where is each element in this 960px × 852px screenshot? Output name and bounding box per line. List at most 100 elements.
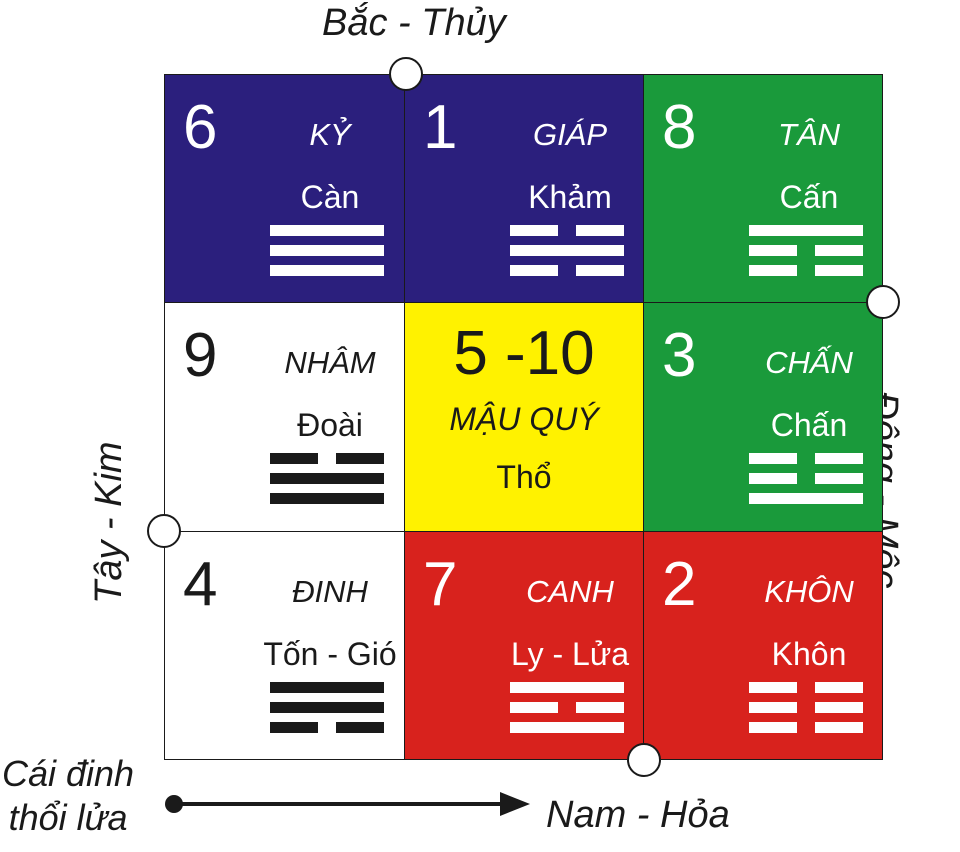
cell-number: 2: [662, 550, 697, 619]
trigram-broken-line: [270, 453, 384, 464]
cell-stem: KỶ: [309, 117, 351, 152]
cell-stem: CHẤN: [765, 345, 853, 380]
trigram-line-segment: [270, 493, 384, 504]
trigram-solid-line: [270, 245, 384, 256]
cell-trigram-name: Cấn: [779, 179, 839, 215]
trigram-line-segment: [576, 702, 624, 713]
trigram-solid-line: [270, 473, 384, 484]
trigram-broken-line: [510, 265, 624, 276]
center-stem: MẬU QUÝ: [449, 401, 599, 437]
trigram-khon-icon: [749, 682, 863, 734]
cell-stem: CANH: [526, 574, 614, 609]
trigram-solid-line: [270, 493, 384, 504]
trigram-chan-icon: [749, 453, 863, 505]
trigram-line-segment: [815, 682, 863, 693]
direction-arrow-icon: [165, 792, 530, 816]
cell-number: 9: [183, 321, 218, 390]
cell-trigram-name: Càn: [300, 179, 360, 215]
trigram-line-segment: [270, 702, 384, 713]
trigram-line-segment: [749, 493, 863, 504]
trigram-line-segment: [270, 245, 384, 256]
trigram-line-segment: [749, 453, 797, 464]
trigram-doai-icon: [270, 453, 384, 505]
trigram-broken-line: [270, 722, 384, 733]
direction-label-north: Bắc - Thủy: [322, 2, 506, 44]
cell-east: 3 CHẤN Chấn: [643, 302, 883, 532]
trigram-line-segment: [815, 453, 863, 464]
trigram-line-segment: [815, 265, 863, 276]
trigram-broken-line: [749, 722, 863, 733]
trigram-line-segment: [749, 682, 797, 693]
cell-south: 7 CANH Ly - Lửa: [404, 531, 644, 760]
trigram-solid-line: [270, 265, 384, 276]
cell-stem: GIÁP: [532, 117, 608, 152]
cell-number: 4: [183, 550, 218, 619]
trigram-solid-line: [270, 702, 384, 713]
trigram-line-segment: [749, 225, 863, 236]
trigram-broken-line: [749, 245, 863, 256]
cell-southeast: 2 KHÔN Khôn: [643, 531, 883, 760]
trigram-can-icon: [270, 225, 384, 277]
note-line-1: Cái đinh: [2, 753, 135, 794]
trigram-ly-icon: [510, 682, 624, 734]
trigram-solid-line: [510, 722, 624, 733]
direction-label-south: Nam - Hỏa: [546, 794, 730, 836]
trigram-solid-line: [270, 682, 384, 693]
trigram-line-segment: [270, 722, 318, 733]
cell-number: 6: [183, 93, 218, 162]
north-marker-icon: [389, 57, 423, 91]
trigram-broken-line: [749, 453, 863, 464]
trigram-line-segment: [336, 722, 384, 733]
trigram-line-segment: [510, 722, 624, 733]
trigram-line-segment: [510, 245, 624, 256]
trigram-line-segment: [576, 265, 624, 276]
cell-trigram-name: Ly - Lửa: [510, 636, 630, 672]
trigram-broken-line: [749, 473, 863, 484]
trigram-solid-line: [270, 225, 384, 236]
trigram-line-segment: [510, 265, 558, 276]
trigram-line-segment: [270, 225, 384, 236]
cell-kham-northwest: 6 KỶ Càn: [164, 74, 405, 303]
cell-northeast: 8 TÂN Cấn: [643, 74, 883, 303]
cell-west: 9 NHÂM Đoài: [164, 302, 405, 532]
trigram-solid-line: [749, 225, 863, 236]
trigram-line-segment: [510, 702, 558, 713]
trigram-line-segment: [270, 265, 384, 276]
cell-stem: ĐINH: [292, 574, 368, 609]
note-label: Cái đinh thổi lửa: [2, 752, 134, 840]
east-marker-icon: [866, 285, 900, 319]
note-line-2: thổi lửa: [8, 797, 128, 838]
center-element: Thổ: [496, 459, 552, 495]
cell-center: 5 -10 MẬU QUÝ Thổ: [404, 302, 644, 532]
trigram-line-segment: [749, 265, 797, 276]
trigram-broken-line: [510, 702, 624, 713]
cell-trigram-name: Tốn - Gió: [263, 636, 397, 672]
trigram-broken-line: [749, 702, 863, 713]
cell-number: 8: [662, 93, 697, 162]
cell-north: 1 GIÁP Khảm: [404, 74, 644, 303]
trigram-line-segment: [510, 225, 558, 236]
lo-shu-grid: 6 KỶ Càn 1 GIÁP Khảm 8 TÂN Cấn 9 NHÂM Đo…: [164, 74, 883, 760]
trigram-solid-line: [510, 245, 624, 256]
trigram-line-segment: [815, 722, 863, 733]
trigram-line-segment: [749, 702, 797, 713]
trigram-broken-line: [749, 265, 863, 276]
trigram-broken-line: [749, 682, 863, 693]
trigram-solid-line: [510, 682, 624, 693]
cell-number: 1: [423, 93, 458, 162]
cell-number: 3: [662, 321, 697, 390]
trigram-line-segment: [336, 453, 384, 464]
cell-number: 7: [423, 550, 458, 619]
trigram-can-mountain-icon: [749, 225, 863, 277]
trigram-line-segment: [576, 225, 624, 236]
cell-stem: TÂN: [778, 117, 840, 152]
trigram-line-segment: [749, 722, 797, 733]
trigram-line-segment: [270, 473, 384, 484]
trigram-line-segment: [815, 245, 863, 256]
trigram-ton-icon: [270, 682, 384, 734]
direction-label-west: Tây - Kim: [88, 441, 130, 604]
trigram-line-segment: [749, 473, 797, 484]
trigram-line-segment: [270, 453, 318, 464]
trigram-line-segment: [510, 682, 624, 693]
trigram-line-segment: [815, 473, 863, 484]
